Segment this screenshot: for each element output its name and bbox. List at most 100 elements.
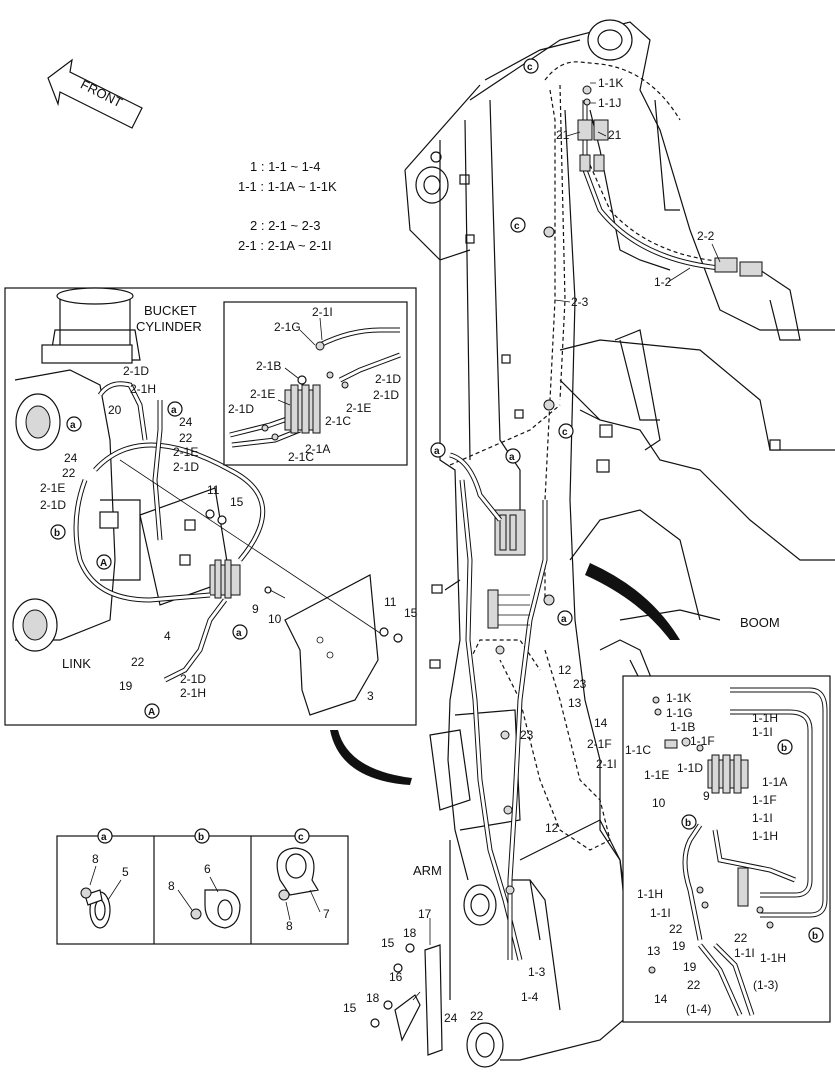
part-callout: 24	[179, 415, 193, 429]
part-callout: 13	[568, 696, 582, 710]
part-callout: c	[298, 832, 304, 843]
svg-text:A: A	[148, 707, 155, 718]
svg-text:a: a	[509, 452, 515, 463]
part-callout: 1-2	[654, 275, 672, 289]
part-callout: 19	[672, 939, 686, 953]
svg-text:A: A	[100, 558, 107, 569]
part-callout: 2-1D	[123, 364, 149, 378]
left-inset: BUCKET CYLINDER LINK	[4, 287, 418, 726]
part-callout: 17	[418, 907, 432, 921]
arm-label: ARM	[413, 863, 442, 878]
part-callout: 2-1H	[180, 686, 206, 700]
part-callout: 2-1D	[40, 498, 66, 512]
clamp-detail-table: a 8 5 b 8 6 c 7 8	[56, 828, 349, 945]
part-callout: 12	[558, 663, 572, 677]
part-callout: 14	[654, 992, 668, 1006]
link-label: LINK	[62, 656, 91, 671]
part-callout: 2-1E	[40, 481, 65, 495]
part-callout: 1-1I	[752, 811, 773, 825]
part-callout: (1-3)	[753, 978, 778, 992]
part-callout: 2-1F	[587, 737, 612, 751]
part-callout: 1-1B	[670, 720, 695, 734]
part-callout: 1-1K	[666, 691, 691, 705]
part-callout: 2-1C	[325, 414, 351, 428]
part-callout: 2-1E	[250, 387, 275, 401]
part-callout: 1-1G	[666, 706, 693, 720]
part-callout: 12	[545, 821, 559, 835]
part-callout: 24	[444, 1011, 458, 1025]
part-callout: 18	[403, 926, 417, 940]
part-callout: 2-1G	[274, 320, 301, 334]
part-callout: 15	[230, 495, 244, 509]
main-clamp-markers: c c c a a a	[430, 58, 574, 895]
clamp-marker-c	[523, 58, 539, 74]
right-inset: b b b 1-1K 1-1G 1-1B 1-1C 1-1F 1-1E 1-1D…	[622, 675, 831, 1023]
part-callout: 1-1J	[598, 96, 621, 110]
part-callout: 23	[520, 728, 534, 742]
svg-text:a: a	[70, 420, 76, 431]
svg-text:b: b	[54, 528, 60, 539]
clamp-marker-c	[510, 217, 526, 233]
part-callout: 22	[734, 931, 748, 945]
svg-text:a: a	[236, 628, 242, 639]
arm-hoses	[449, 100, 721, 961]
part-callout: 11	[384, 595, 397, 609]
svg-text:c: c	[562, 427, 568, 438]
detail-a-marker	[97, 828, 113, 844]
part-callout: 19	[683, 960, 697, 974]
part-callout: 22	[62, 466, 76, 480]
svg-text:b: b	[781, 743, 787, 754]
part-callout: 2-1H	[130, 382, 156, 396]
part-callout: 22	[179, 431, 193, 445]
part-callout: 14	[594, 716, 608, 730]
legend-line-2: 1-1 : 1-1A ~ 1-1K	[238, 179, 337, 194]
part-callout: 1-1A	[762, 775, 787, 789]
part-callout: 10	[268, 612, 282, 626]
svg-text:c: c	[527, 62, 533, 73]
part-callout: 13	[647, 944, 661, 958]
right-inset-frame	[622, 675, 831, 1023]
part-callout: 15	[381, 936, 395, 950]
bracket-parts	[370, 918, 443, 1056]
part-callout: 1-1F	[752, 793, 777, 807]
part-callout: 15	[404, 606, 418, 620]
part-callout: 2-1D	[375, 372, 401, 386]
part-callout: 1-1H	[752, 829, 778, 843]
part-callout: a	[101, 832, 107, 843]
part-callout: 5	[122, 865, 129, 879]
detail-b-marker	[194, 828, 210, 844]
svg-text:c: c	[514, 221, 520, 232]
main-callouts: 1-1K 1-1J 21 21 2-2 1-2 2-3 12 23 13 14 …	[343, 76, 721, 1025]
boom-label: BOOM	[740, 615, 780, 630]
part-callout: 15	[343, 1001, 357, 1015]
part-callout: 1-3	[528, 965, 546, 979]
part-callout: 21	[556, 128, 570, 142]
part-callout: 6	[204, 862, 211, 876]
part-callout: 22	[470, 1009, 484, 1023]
part-callout: 2-1A	[305, 442, 330, 456]
part-callout: 2-1I	[596, 757, 617, 771]
legend-line-4: 2-1 : 2-1A ~ 2-1I	[238, 238, 332, 253]
arm-structure	[429, 99, 641, 1068]
part-callout: 7	[323, 907, 330, 921]
part-callout: 1-1H	[637, 887, 663, 901]
part-callout: 24	[64, 451, 78, 465]
part-callout: 1-1K	[598, 76, 623, 90]
bucket-cylinder-label-2: CYLINDER	[136, 319, 202, 334]
part-callout: 2-2	[697, 229, 715, 243]
part-callout: 2-1D	[373, 388, 399, 402]
part-callout: b	[198, 832, 204, 843]
clamp-marker-a	[557, 610, 573, 626]
part-callout: 2-1C	[288, 450, 314, 464]
part-callout: 9	[703, 789, 710, 803]
boom-top-fittings	[577, 85, 763, 277]
svg-text:b: b	[812, 931, 818, 942]
part-callout: 8	[92, 852, 99, 866]
clamp-marker-a	[505, 448, 521, 464]
svg-text:a: a	[561, 614, 567, 625]
legend: 1 : 1-1 ~ 1-4 1-1 : 1-1A ~ 1-1K 2 : 2-1 …	[238, 159, 337, 253]
part-callout: 20	[108, 403, 122, 417]
part-callout: 1-1H	[752, 711, 778, 725]
part-callout: 19	[119, 679, 133, 693]
legend-line-3: 2 : 2-1 ~ 2-3	[250, 218, 320, 233]
